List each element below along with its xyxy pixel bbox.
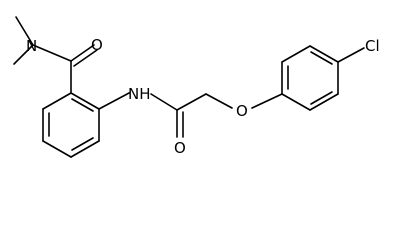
bond-o-ring — [251, 93, 283, 109]
bond-ring2-inner-b — [310, 51, 333, 65]
bond-ring1-4 — [42, 140, 72, 158]
bond-nh-carbonyl — [150, 93, 178, 111]
bonds — [13, 16, 365, 158]
bond-ring1-3 — [70, 140, 100, 158]
bond-n-methyl-top — [15, 16, 34, 46]
bond-ring1-1 — [70, 92, 100, 110]
bond-n-methyl-bottom — [13, 44, 34, 65]
bond-ring2-3 — [309, 45, 339, 63]
bond-ring1-6 — [42, 92, 72, 110]
bond-ring1-inner-b — [71, 137, 94, 151]
structure-diagram: N O NH O O Cl — [13, 16, 380, 158]
bond-amide-c-o-b — [73, 49, 98, 67]
bond-ring1-inner-a — [71, 98, 94, 112]
bond-carbonyl-ch2 — [176, 93, 207, 111]
bond-n-carbonyl — [32, 44, 72, 62]
bond-ring-nh — [98, 92, 130, 110]
atom-o-carbonyl: O — [174, 139, 186, 157]
bond-ring2-inner-c — [310, 91, 333, 105]
atom-nh: NH — [128, 85, 151, 103]
bond-ch2-o — [205, 93, 233, 109]
atom-cl: Cl — [365, 37, 380, 55]
molecule-svg: N O NH O O Cl — [13, 16, 380, 158]
atom-o-amide: O — [91, 36, 103, 54]
bond-ring-cl — [337, 47, 365, 63]
bond-amide-c-o-a — [70, 44, 95, 62]
atom-labels: N O NH O O Cl — [26, 36, 380, 157]
bond-ring2-2 — [281, 45, 311, 63]
bond-ring2-6 — [281, 93, 311, 111]
bond-ring2-5 — [309, 93, 339, 111]
atom-o-ether: O — [236, 102, 248, 120]
atom-n-amide: N — [26, 37, 37, 55]
